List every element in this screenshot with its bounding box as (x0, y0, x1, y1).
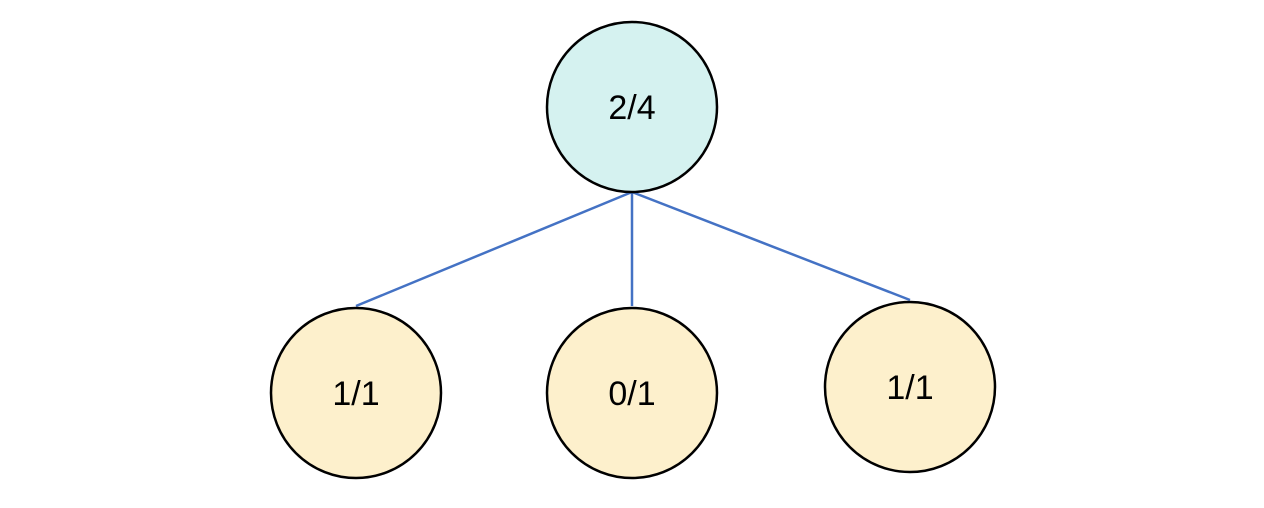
tree-edge (355, 190, 633, 308)
root-node-circle (545, 20, 719, 194)
child-node: 1/1 (823, 300, 997, 474)
root-node-label: 2/4 (608, 89, 655, 127)
child-node-circle (269, 306, 443, 480)
child-node: 0/1 (545, 306, 719, 480)
child-node-circle (823, 300, 997, 474)
child-node-label: 1/1 (332, 375, 379, 413)
root-node: 2/4 (545, 20, 719, 194)
child-node: 1/1 (269, 306, 443, 480)
tree-edge (631, 190, 911, 302)
child-node-label: 1/1 (886, 369, 933, 407)
child-node-label: 0/1 (608, 375, 655, 413)
child-node-circle (545, 306, 719, 480)
